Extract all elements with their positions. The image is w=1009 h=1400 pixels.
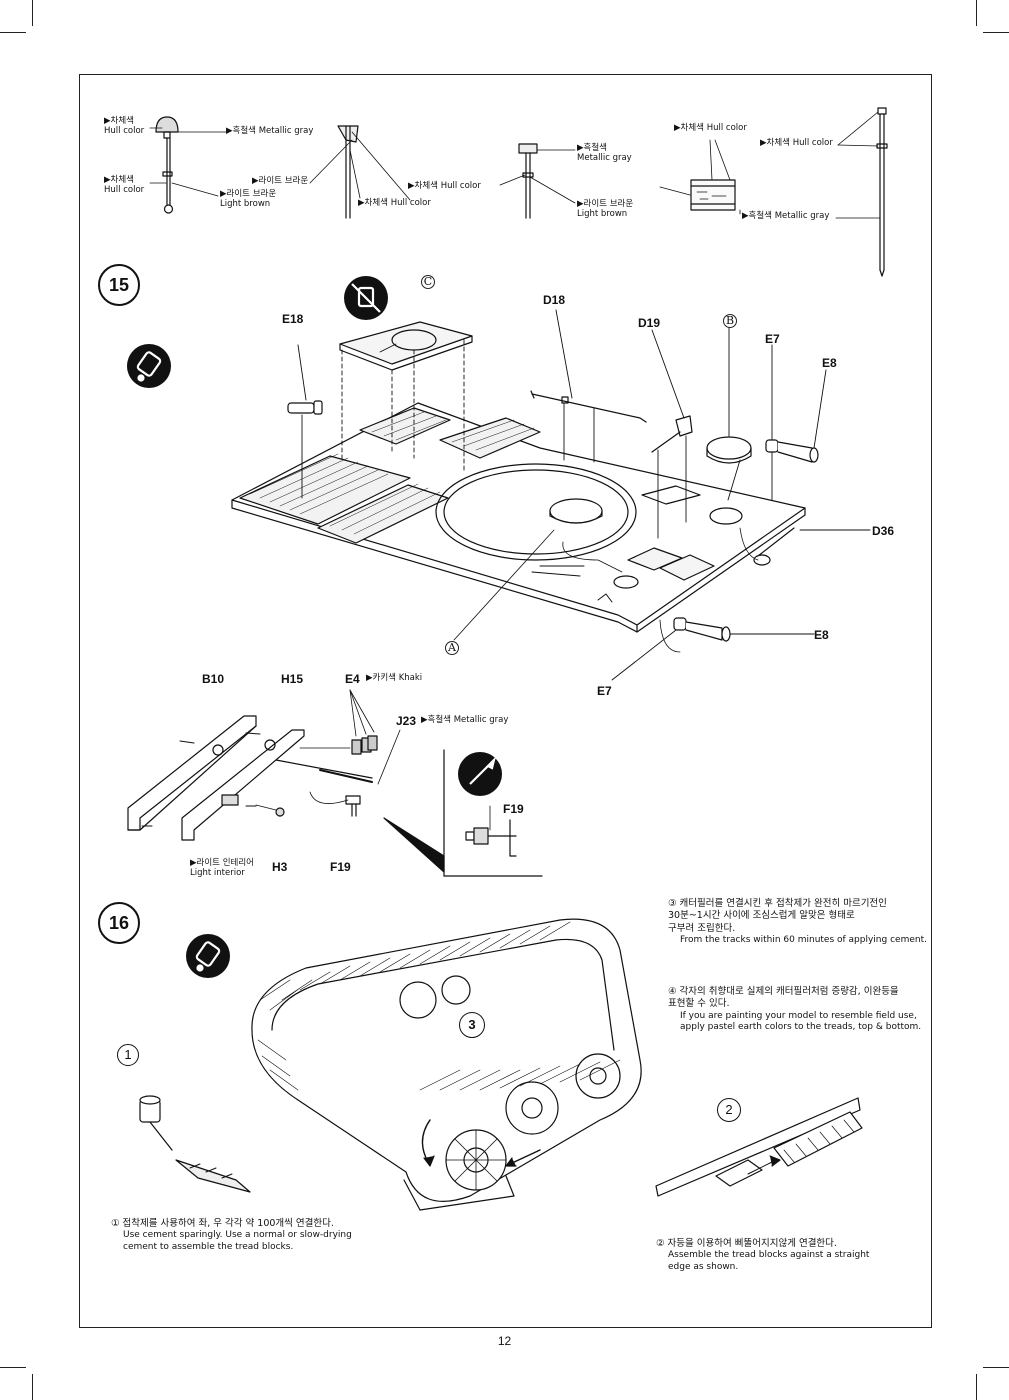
paint-label-hull-color: ▶차체색 Hull color: [104, 116, 145, 136]
part-label-b10: B10: [202, 672, 225, 686]
sub-step-3: 3: [459, 1012, 485, 1038]
hobby-knife-icon: [458, 752, 502, 796]
part-label-e8: E8: [822, 356, 837, 370]
part-label-d36: D36: [872, 524, 895, 538]
paint-label-light-brown: ▶라이트 브라운 Light brown: [220, 189, 277, 209]
part-label-j23: J23: [396, 714, 417, 728]
part-b-drum-illustration: [706, 327, 752, 501]
paint-label-hull-color: ▶차체색 Hull color: [104, 175, 145, 195]
step-number-16: 16: [98, 902, 140, 944]
paint-label-hull-color: ▶차체색 Hull color: [358, 198, 431, 208]
paint-label-light-brown: ▶라이트 브라운: [252, 176, 309, 186]
cement-icon: [186, 934, 230, 978]
shovel-illustration: [155, 116, 179, 214]
cement-and-links-illustration: [139, 1095, 251, 1193]
crop-mark: [0, 32, 26, 33]
paint-label-hull-color: ▶차체색 Hull color: [674, 123, 747, 133]
note-4: ④ 각자의 취향대로 실제의 캐터필러처럼 증량감, 이완등을 표현할 수 있다…: [668, 986, 921, 1034]
no-cement-icon: [344, 276, 388, 320]
ref-marker-a: A: [445, 641, 459, 655]
crop-mark: [976, 0, 977, 26]
note-4-english: If you are painting your model to resemb…: [680, 1010, 922, 1033]
hammer-illustration: [518, 143, 538, 219]
paint-label-metallic-gray: ▶흑철색 Metallic gray: [742, 211, 830, 221]
note-1-korean: ① 접착제를 사용하여 좌, 우 각각 약 100개씩 연결한다.: [111, 1218, 334, 1229]
part-c-plate-illustration: [339, 321, 473, 371]
note-2-korean: ② 자등을 이용하여 삐뚤어지지않게 연결한다.: [656, 1238, 837, 1249]
part-e7-e8-lower-illustration: [611, 617, 815, 681]
note-1-english: Use cement sparingly. Use a normal or sl…: [123, 1230, 352, 1253]
straight-edge-illustration: [655, 1097, 863, 1197]
part-label-e7: E7: [597, 684, 612, 698]
paint-label-metallic-gray: ▶흑철색 Metallic gray: [226, 126, 314, 136]
part-label-h15: H15: [281, 672, 304, 686]
sub-step-2: 2: [717, 1098, 741, 1122]
note-3-english: From the tracks within 60 minutes of app…: [680, 935, 927, 946]
crop-mark: [32, 1374, 33, 1400]
part-d18-illustration: [530, 309, 647, 463]
part-label-h3: H3: [272, 860, 288, 874]
detail-inset-illustration: [443, 749, 543, 877]
part-label-f19: F19: [330, 860, 351, 874]
note-1: ① 접착제를 사용하여 좌, 우 각각 약 100개씩 연결한다. Use ce…: [111, 1218, 352, 1254]
sub-step-1: 1: [117, 1044, 139, 1066]
part-label-e18: E18: [282, 312, 304, 326]
page-frame: [79, 74, 932, 1328]
crop-mark: [32, 0, 33, 26]
part-d36-illustration: [739, 527, 871, 566]
paint-label-hull-color: ▶차체색 Hull color: [408, 181, 481, 191]
ref-marker-b: B: [723, 314, 737, 328]
note-2-english: Assemble the tread blocks against a stra…: [668, 1250, 870, 1273]
paint-label-metallic-gray: ▶흑철색 Metallic gray: [577, 143, 632, 163]
jack-block-illustration: [690, 179, 736, 211]
note-3-korean: ③ 캐터필러를 연결시킨 후 접착제가 완전히 마르기전인 30분~1시간 사이…: [668, 898, 887, 934]
page-number: 12: [497, 1334, 512, 1348]
step-number-15: 15: [98, 264, 140, 306]
part-d19-illustration: [651, 329, 693, 539]
part-label-f19: F19: [503, 802, 524, 816]
crop-mark: [0, 1367, 26, 1368]
paint-label-metallic-gray: ▶흑철색 Metallic gray: [421, 715, 509, 725]
crop-mark: [983, 1367, 1009, 1368]
cement-icon: [127, 344, 171, 388]
note-4-korean: ④ 각자의 취향대로 실제의 캐터필러처럼 증량감, 이완등을 표현할 수 있다…: [668, 986, 899, 1010]
note-2: ② 자등을 이용하여 삐뚤어지지않게 연결한다. Assemble the tr…: [656, 1238, 869, 1274]
crop-mark: [976, 1374, 977, 1400]
part-label-e4: E4: [345, 672, 360, 686]
ref-marker-c: C: [421, 275, 435, 289]
part-e18-illustration: [287, 344, 323, 499]
paint-label-khaki: ▶카키색 Khaki: [366, 673, 423, 683]
part-label-e8: E8: [814, 628, 829, 642]
hull-floor-illustration: [231, 402, 806, 633]
axe-illustration: [337, 125, 359, 219]
part-e7-e8-upper-illustration: [765, 344, 827, 501]
part-label-d18: D18: [543, 293, 566, 307]
crop-mark: [983, 32, 1009, 33]
part-label-e7: E7: [765, 332, 780, 346]
paint-label-light-interior: ▶라이트 인테리어 Light interior: [190, 858, 254, 878]
rear-plate-subassembly-illustration: [127, 689, 445, 873]
paint-label-hull-color: ▶차체색 Hull color: [760, 138, 833, 148]
track-assembly-illustration: [251, 918, 642, 1211]
paint-label-light-brown: ▶라이트 브라운 Light brown: [577, 199, 634, 219]
part-label-d19: D19: [638, 316, 661, 330]
cleaning-rod-illustration: [876, 107, 888, 277]
note-3: ③ 캐터필러를 연결시킨 후 접착제가 완전히 마르기전인 30분~1시간 사이…: [668, 898, 927, 947]
